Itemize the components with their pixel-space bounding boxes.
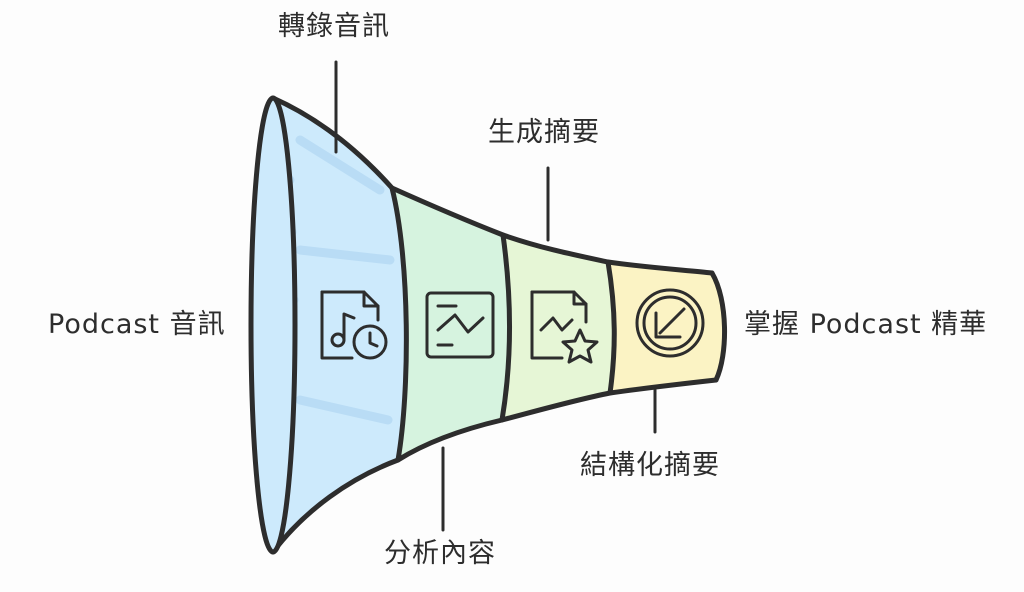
stage-4-label: 結構化摘要	[580, 452, 720, 479]
funnel-mouth	[251, 98, 295, 552]
output-label: 掌握 Podcast 精華	[744, 311, 987, 338]
stage-3-label: 生成摘要	[488, 119, 600, 146]
input-label: Podcast 音訊	[48, 311, 226, 338]
stage-3-segment	[502, 235, 614, 420]
stage-2-label: 分析內容	[384, 540, 496, 567]
stage-1-label: 轉錄音訊	[278, 13, 390, 40]
